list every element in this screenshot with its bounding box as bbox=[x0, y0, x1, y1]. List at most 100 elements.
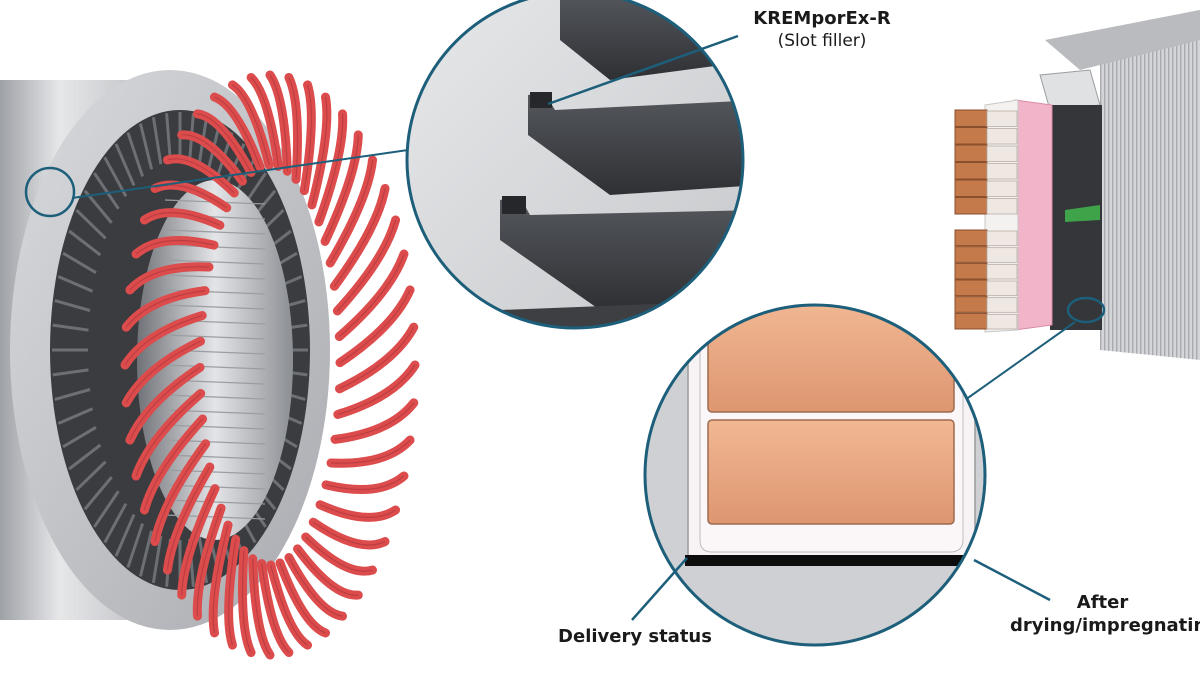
hairpin-edge bbox=[331, 439, 411, 464]
conductor-insulation bbox=[986, 128, 1018, 145]
lamination-tooth bbox=[138, 530, 154, 577]
conductor-brick bbox=[954, 162, 988, 180]
hairpin-winding bbox=[120, 70, 420, 660]
hairpin-edge bbox=[279, 562, 326, 634]
conductor-insulation bbox=[986, 230, 1018, 247]
hairpin-edge bbox=[228, 539, 237, 646]
hairpin-edge bbox=[135, 239, 215, 255]
zoom-circle-2-border bbox=[643, 303, 987, 647]
conductor-brick bbox=[954, 262, 988, 280]
bore-line bbox=[164, 274, 266, 280]
lamination-tooth bbox=[138, 123, 154, 170]
hairpin-edge bbox=[135, 392, 202, 477]
conductor-brick bbox=[954, 312, 988, 330]
lamination-tooth bbox=[165, 113, 172, 162]
hairpin-edge bbox=[329, 159, 374, 264]
hairpin-edge bbox=[261, 563, 290, 653]
hairpin-edge bbox=[270, 564, 308, 646]
callout-line-zoom2 bbox=[964, 321, 1076, 401]
zoom-slot-detail bbox=[631, 303, 1051, 647]
lamination-tooth bbox=[62, 425, 97, 449]
hairpin-edge bbox=[212, 524, 229, 634]
lamination-tooth bbox=[68, 229, 102, 257]
copper-conductor-lower bbox=[707, 419, 955, 525]
lamination-tooth bbox=[93, 490, 120, 528]
stator-illustration bbox=[0, 70, 420, 660]
green-strip bbox=[1065, 205, 1100, 222]
lamination-tooth bbox=[114, 143, 136, 187]
conductor-brick bbox=[954, 127, 988, 145]
hairpin-edge bbox=[311, 96, 328, 206]
conductor-insulation bbox=[986, 198, 1018, 215]
hairpin-edge bbox=[334, 402, 415, 440]
bore-line bbox=[164, 499, 266, 505]
hairpin-edge bbox=[143, 418, 204, 511]
lamination-tooth bbox=[83, 476, 113, 511]
hairpin-edge bbox=[124, 314, 203, 366]
conductor-insulation bbox=[986, 280, 1018, 297]
hairpin-edge bbox=[154, 443, 207, 542]
hairpin-edge bbox=[338, 253, 405, 338]
hairpin-edge bbox=[288, 557, 343, 617]
lamination-tooth bbox=[57, 407, 94, 425]
lamination-tooth bbox=[126, 132, 145, 177]
conductor-brick bbox=[954, 109, 988, 127]
hairpin-edge bbox=[129, 366, 201, 441]
detail-marker-circle bbox=[24, 166, 76, 218]
hairpin-edge bbox=[269, 74, 288, 172]
hairpin-conductor bbox=[326, 435, 415, 468]
hairpin-edge bbox=[241, 550, 252, 653]
bore-line bbox=[164, 229, 266, 235]
callout-line-delivery bbox=[631, 557, 688, 621]
callout-line-after bbox=[973, 558, 1051, 602]
hairpin-edge bbox=[166, 466, 211, 571]
hairpin-edge bbox=[339, 326, 415, 390]
lamination-tooth bbox=[52, 368, 89, 377]
delivery-status-label: Delivery status bbox=[558, 626, 712, 647]
slot-filler-label: KREMporEx-R (Slot filler) bbox=[722, 8, 922, 52]
hairpin-edge bbox=[288, 77, 299, 180]
conductor-brick bbox=[954, 179, 988, 197]
bore-line bbox=[164, 364, 266, 370]
slot-wedge bbox=[1039, 69, 1101, 111]
bore-line bbox=[164, 334, 266, 340]
hairpin-edge bbox=[312, 521, 386, 546]
lamination-tooth bbox=[57, 275, 94, 293]
after-drying-label: After drying/impregnating bbox=[1010, 592, 1200, 637]
hairpin-edge bbox=[181, 134, 243, 182]
conductor-brick bbox=[954, 229, 988, 247]
conductor-insulation bbox=[986, 180, 1018, 197]
bore-line bbox=[164, 454, 266, 460]
conductor-stack bbox=[954, 109, 1018, 330]
conductor-brick bbox=[954, 197, 988, 215]
hairpin-edge bbox=[325, 475, 405, 491]
slot-filler-name: KREMporEx-R bbox=[753, 8, 891, 29]
conductor-insulation bbox=[986, 313, 1018, 330]
lamination-tooth bbox=[93, 172, 120, 210]
hairpin-edge bbox=[181, 488, 216, 596]
bore-line bbox=[164, 469, 266, 475]
hairpin-edge bbox=[232, 84, 270, 166]
insulation-pink bbox=[1014, 99, 1053, 331]
hairpin-edge bbox=[125, 340, 201, 404]
bore-line bbox=[164, 259, 266, 265]
lamination-tooth bbox=[75, 460, 107, 491]
hairpin-edge bbox=[197, 113, 252, 173]
after-line2: drying/impregnating bbox=[1010, 614, 1200, 636]
slot-section-illustration bbox=[954, 10, 1200, 360]
hairpin-edge bbox=[252, 558, 271, 656]
zoom-circle-1-border bbox=[405, 0, 745, 330]
lamination-tooth bbox=[151, 535, 163, 584]
lamination-tooth bbox=[52, 323, 89, 332]
lamination-tooth bbox=[54, 388, 91, 401]
conductor-brick bbox=[954, 246, 988, 263]
tooth-middle bbox=[528, 93, 743, 195]
callout-line-slot-filler bbox=[547, 34, 739, 106]
hairpin-edge bbox=[154, 184, 228, 209]
hairpin-edge bbox=[337, 364, 416, 416]
hairpin-edge bbox=[196, 507, 222, 617]
conductor-brick bbox=[954, 279, 988, 297]
lamination-tooth bbox=[114, 513, 136, 557]
